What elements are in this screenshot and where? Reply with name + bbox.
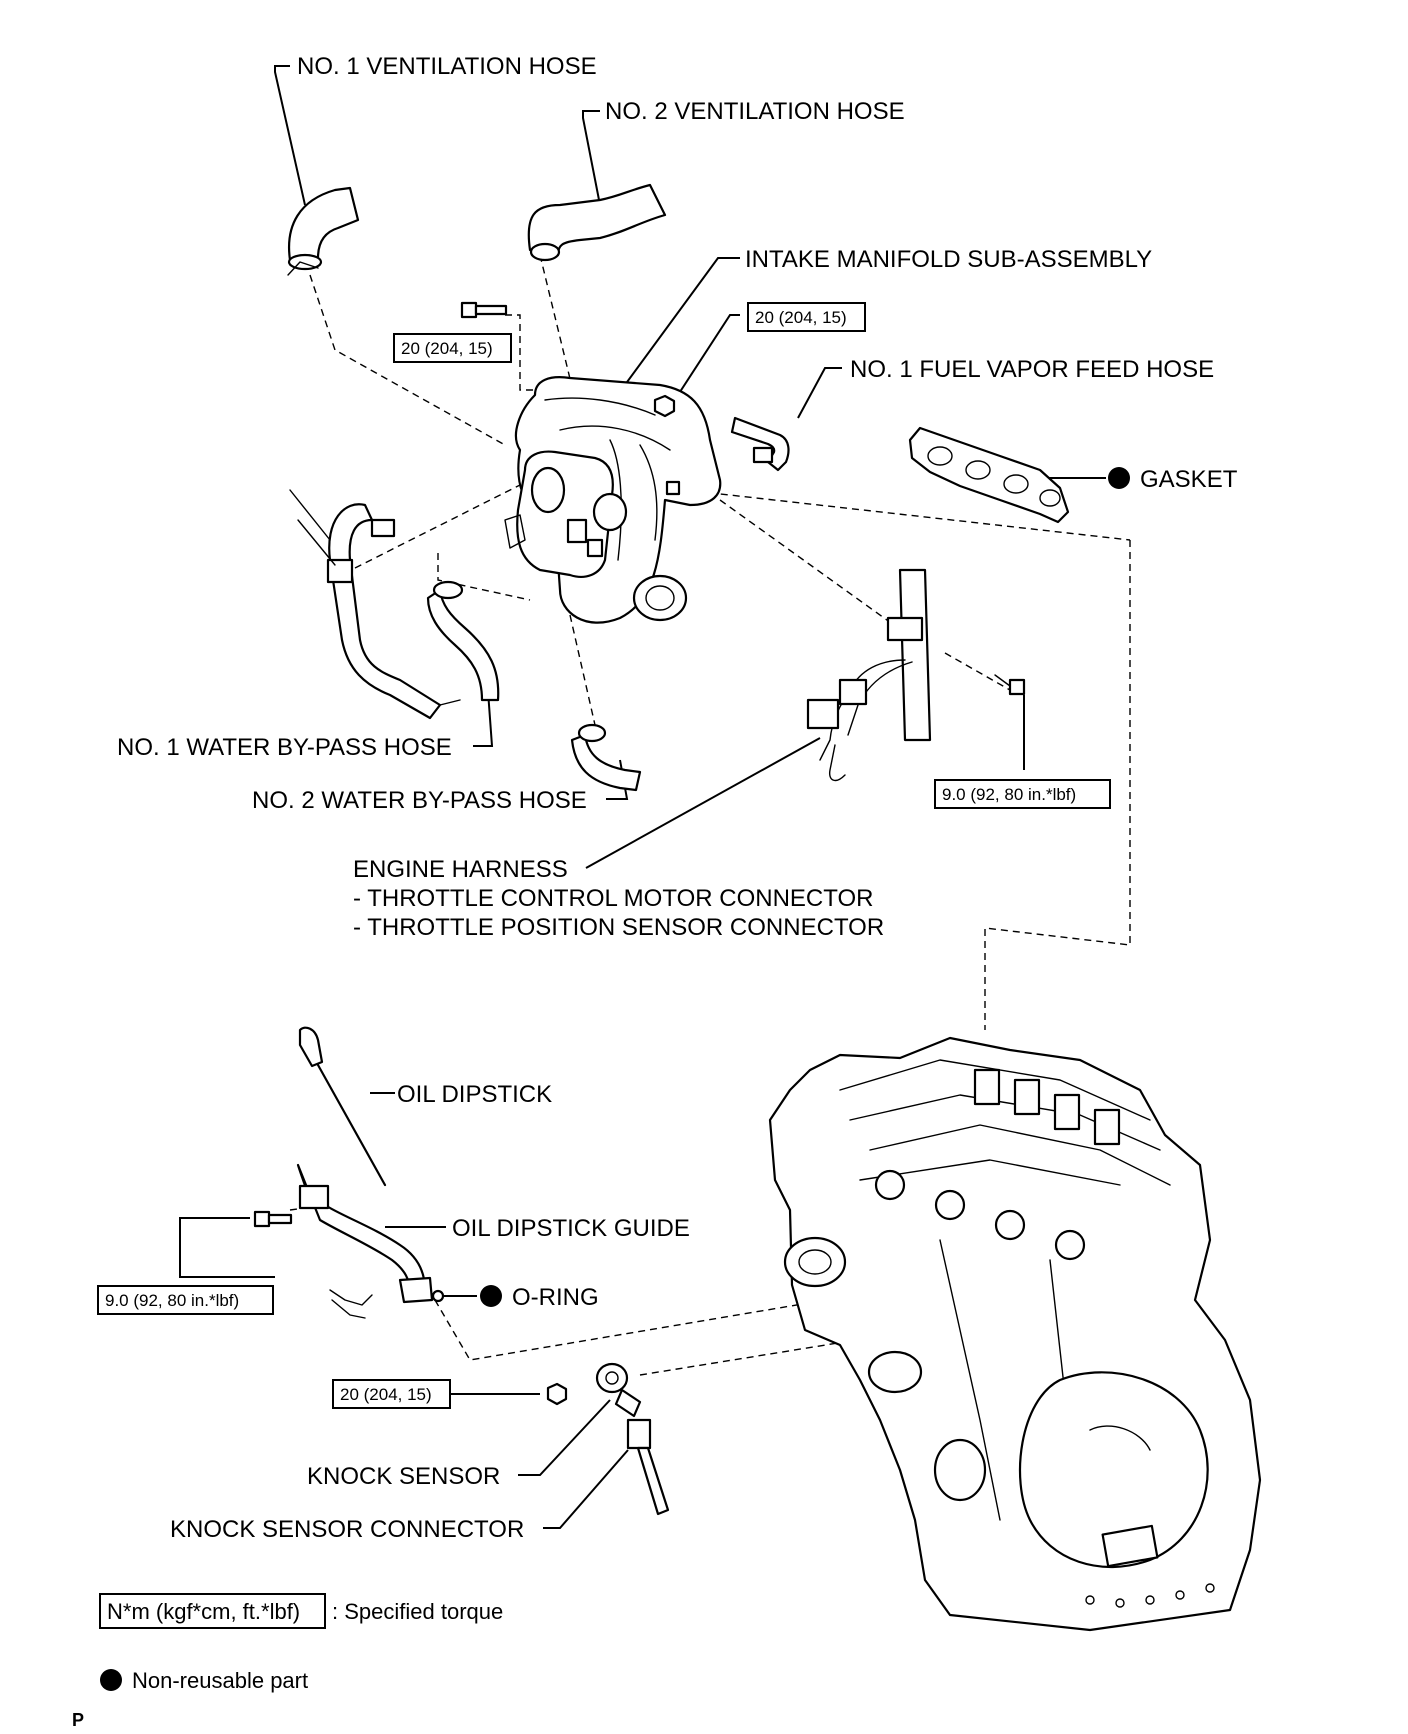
torque-box-harness-bolt [934, 779, 1111, 809]
legend-non-reusable-text: Non-reusable part [132, 1668, 308, 1693]
knock-sensor-connector-part [626, 1418, 670, 1516]
torque-manifold-nut: 20 (204, 15) [755, 308, 847, 327]
legend-non-reusable-icon [100, 1669, 122, 1691]
manifold-bolt-icon [460, 301, 508, 319]
no1-water-bypass-hose [289, 489, 461, 720]
torque-manifold-bolt: 20 (204, 15) [401, 339, 493, 358]
knock-sensor-part [595, 1362, 642, 1418]
torque-box-manifold-bolt [393, 333, 512, 363]
label-intake-manifold: INTAKE MANIFOLD SUB-ASSEMBLY [745, 246, 1152, 273]
oil-dipstick-part [298, 1026, 387, 1187]
label-throttle-control-motor-connector: - THROTTLE CONTROL MOTOR CONNECTOR [353, 885, 873, 912]
torque-harness-bolt: 9.0 (92, 80 in.*lbf) [942, 785, 1076, 804]
torque-dipstick-guide-bolt: 9.0 (92, 80 in.*lbf) [105, 1291, 239, 1310]
label-o-ring: O-RING [512, 1284, 599, 1311]
torque-box-manifold-nut [747, 302, 866, 332]
label-engine-harness: ENGINE HARNESS [353, 856, 568, 883]
no2-water-bypass-hose [426, 580, 500, 702]
torque-knock-sensor-nut: 20 (204, 15) [340, 1385, 432, 1404]
oil-dipstick-guide-part [296, 1163, 445, 1319]
no1-ventilation-hose [287, 186, 360, 276]
label-oil-dipstick-guide: OIL DIPSTICK GUIDE [452, 1215, 690, 1242]
legend-torque-unit: N*m (kgf*cm, ft.*lbf) [107, 1599, 300, 1624]
label-gasket: GASKET [1140, 466, 1238, 493]
torque-box-knock-sensor-nut [332, 1379, 451, 1409]
footer-code: P [72, 1710, 84, 1730]
engine-harness-part [806, 568, 932, 782]
legend-torque-box [99, 1593, 326, 1629]
harness-bolt-icon [994, 674, 1026, 696]
o-ring-non-reusable-icon [480, 1285, 502, 1307]
legend-torque-desc: : Specified torque [332, 1599, 503, 1624]
label-no2-water-bypass-hose: NO. 2 WATER BY-PASS HOSE [252, 787, 587, 814]
torque-box-dipstick-guide-bolt [97, 1285, 274, 1315]
label-throttle-position-sensor-connector: - THROTTLE POSITION SENSOR CONNECTOR [353, 914, 884, 941]
label-no1-ventilation-hose: NO. 1 VENTILATION HOSE [297, 53, 597, 80]
engine-block [768, 1036, 1262, 1632]
gasket-non-reusable-icon [1108, 467, 1130, 489]
intake-manifold-sub-assembly [504, 376, 722, 624]
label-no2-ventilation-hose: NO. 2 VENTILATION HOSE [605, 98, 905, 125]
label-oil-dipstick: OIL DIPSTICK [397, 1081, 552, 1108]
knock-sensor-nut-icon [546, 1382, 568, 1406]
label-no1-water-bypass-hose: NO. 1 WATER BY-PASS HOSE [117, 734, 452, 761]
gasket-part [908, 426, 1070, 524]
no2-ventilation-hose [527, 183, 667, 262]
label-no1-fuel-vapor-feed-hose: NO. 1 FUEL VAPOR FEED HOSE [850, 356, 1214, 383]
dipstick-guide-bolt-icon [253, 1210, 293, 1228]
water-hose-fitting [570, 723, 642, 792]
no1-fuel-vapor-feed-hose [730, 416, 790, 472]
label-knock-sensor: KNOCK SENSOR [307, 1463, 500, 1490]
manifold-nut-icon [653, 394, 676, 418]
label-knock-sensor-connector: KNOCK SENSOR CONNECTOR [170, 1516, 524, 1543]
